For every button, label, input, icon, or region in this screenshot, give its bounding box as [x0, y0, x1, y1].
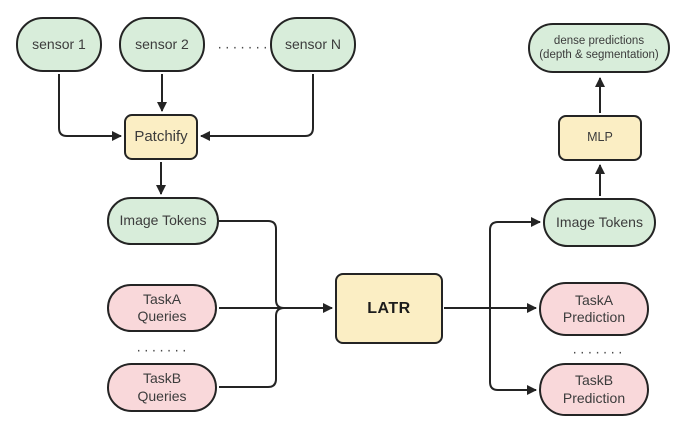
- edge-taskB-queries-to-junction: [219, 307, 285, 388]
- taskA-prediction-line2: Prediction: [562, 309, 626, 325]
- node-sensor-1: sensor 1: [16, 17, 102, 72]
- predictions-ellipsis: .......: [571, 343, 625, 357]
- sensor-n-label: sensor N: [284, 35, 342, 52]
- node-taskA-prediction: TaskA Prediction: [539, 282, 649, 336]
- node-patchify: Patchify: [124, 114, 198, 160]
- taskB-queries-line1: TaskB: [142, 370, 182, 386]
- edge-sensor1-to-patchify: [58, 74, 122, 141]
- node-latr: LATR: [335, 273, 443, 344]
- mlp-label: MLP: [587, 130, 613, 145]
- dense-predictions-line2: (depth & segmentation): [539, 49, 659, 61]
- taskA-queries-line2: Queries: [137, 308, 187, 324]
- sensors-ellipsis: .......: [216, 38, 270, 52]
- edge-branch-to-image-tokens-right: [489, 217, 541, 308]
- edge-image-tokens-to-junction: [219, 220, 285, 309]
- taskA-queries-line1: TaskA: [142, 290, 182, 307]
- edge-sensorN-to-patchify: [200, 74, 314, 141]
- node-dense-predictions: dense predictions (depth & segmentation): [528, 23, 670, 73]
- image-tokens-left-label: Image Tokens: [119, 212, 207, 229]
- node-sensor-n: sensor N: [270, 17, 356, 72]
- latr-label: LATR: [367, 299, 411, 317]
- node-mlp: MLP: [558, 115, 642, 161]
- patchify-label: Patchify: [134, 127, 188, 145]
- node-image-tokens-left: Image Tokens: [107, 197, 219, 245]
- taskB-prediction-line2: Prediction: [562, 389, 626, 406]
- node-sensor-2: sensor 2: [119, 17, 205, 72]
- queries-ellipsis: .......: [135, 341, 189, 355]
- node-taskB-prediction: TaskB Prediction: [539, 363, 649, 416]
- dense-predictions-line1: dense predictions: [553, 34, 645, 47]
- sensor-1-label: sensor 1: [32, 35, 86, 52]
- sensor-2-label: sensor 2: [135, 35, 189, 52]
- edge-branch-to-taskB-prediction: [489, 308, 537, 395]
- taskB-queries-line2: Queries: [137, 387, 187, 404]
- node-taskB-queries: TaskB Queries: [107, 363, 217, 412]
- taskA-prediction-line1: TaskA: [574, 291, 614, 308]
- image-tokens-right-label: Image Tokens: [556, 213, 643, 230]
- node-taskA-queries: TaskA Queries: [107, 284, 217, 332]
- taskB-prediction-line1: TaskB: [574, 372, 614, 388]
- node-image-tokens-right: Image Tokens: [543, 198, 656, 247]
